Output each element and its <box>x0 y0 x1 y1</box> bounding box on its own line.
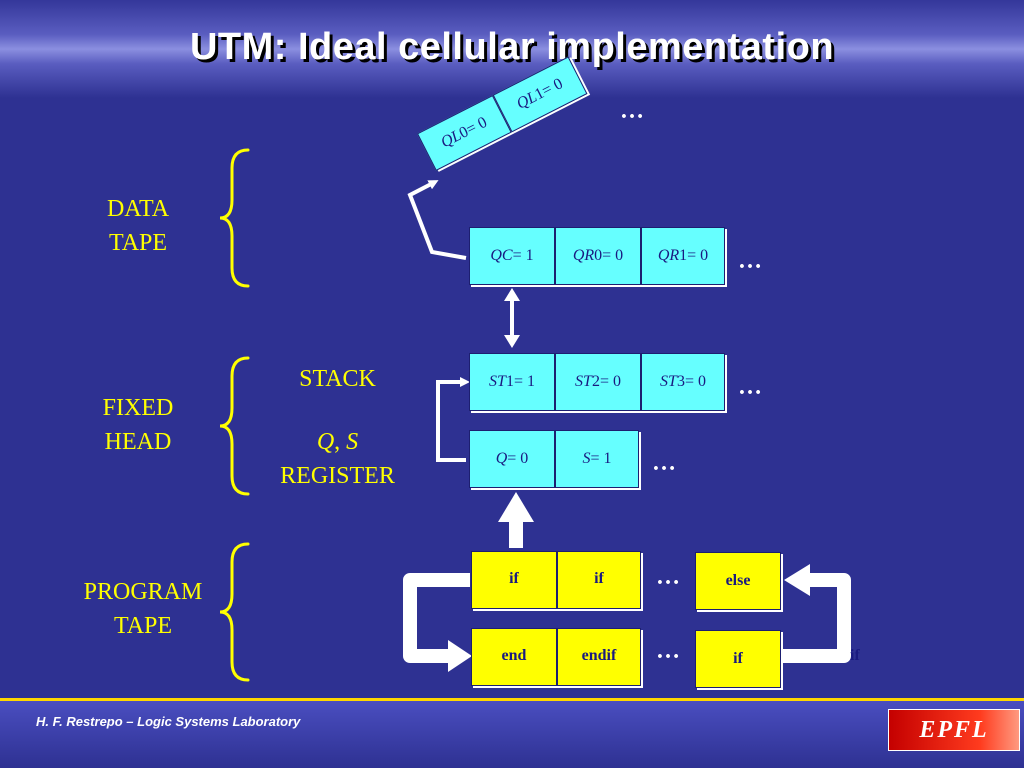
program-tape-label: PROGRAM TAPE <box>58 575 228 643</box>
program-cell-if-1: if <box>471 551 557 609</box>
ellipsis-stack: … <box>738 374 763 400</box>
stack-connector <box>436 377 470 462</box>
qs-comma: , <box>334 429 347 455</box>
qs-register-label: Q, S REGISTER <box>255 425 420 493</box>
head-arrow-up <box>504 288 520 301</box>
fixed-head-label-line1: FIXED <box>102 395 174 421</box>
program-cell-end: end <box>471 628 557 686</box>
slide-title: UTM: Ideal cellular implementation <box>189 26 835 68</box>
register-cell-s: S = 1 <box>555 430 639 488</box>
program-cell-else: else <box>695 552 781 610</box>
fixed-head-brace <box>219 356 250 496</box>
program-cell-if-2: if <box>557 551 641 609</box>
data-tape-brace <box>219 148 250 288</box>
epfl-logo: EPFL <box>888 709 1020 751</box>
program-loop-right-arrowhead <box>784 564 810 596</box>
ellipsis-register: … <box>652 450 677 476</box>
fixed-head-label-line2: HEAD <box>104 429 172 455</box>
ellipsis-program-top: … <box>656 564 681 590</box>
footer-credit: H. F. Restrepo – Logic Systems Laborator… <box>36 714 301 729</box>
program-cell-if-right: if <box>695 630 781 688</box>
program-tape-brace <box>219 542 250 682</box>
program-loop-left <box>403 573 470 663</box>
program-cell-endif: endif <box>557 628 641 686</box>
footer-band <box>0 701 1024 768</box>
program-loop-left-arrowhead <box>448 640 472 672</box>
ellipsis-data-right: … <box>738 248 763 274</box>
register-cell-q: Q = 0 <box>469 430 555 488</box>
qs-label: Q, S <box>255 425 420 459</box>
data-tape-label-line2: TAPE <box>108 230 168 256</box>
program-tape-label-line2: TAPE <box>113 613 173 639</box>
data-tape-connector <box>407 180 467 260</box>
data-tape-label-line1: DATA <box>106 196 170 222</box>
s-letter: S <box>346 429 359 455</box>
title-bar <box>0 0 1024 98</box>
head-arrow-down <box>504 335 520 348</box>
program-to-register-arrowhead <box>498 492 534 522</box>
ellipsis-program-bottom: … <box>656 638 681 664</box>
program-side-label: if <box>850 647 860 664</box>
register-label: REGISTER <box>280 463 395 489</box>
program-tape-label-line1: PROGRAM <box>83 579 203 605</box>
fixed-head-label: FIXED HEAD <box>88 391 188 459</box>
data-cell-qc: QC = 1 <box>469 227 555 285</box>
data-tape-label: DATA TAPE <box>88 192 188 260</box>
q-letter: Q <box>316 429 335 455</box>
stack-label: STACK <box>299 366 376 392</box>
ellipsis-data-left: … <box>620 98 645 124</box>
program-loop-right <box>781 573 851 663</box>
footer-divider <box>0 698 1024 701</box>
